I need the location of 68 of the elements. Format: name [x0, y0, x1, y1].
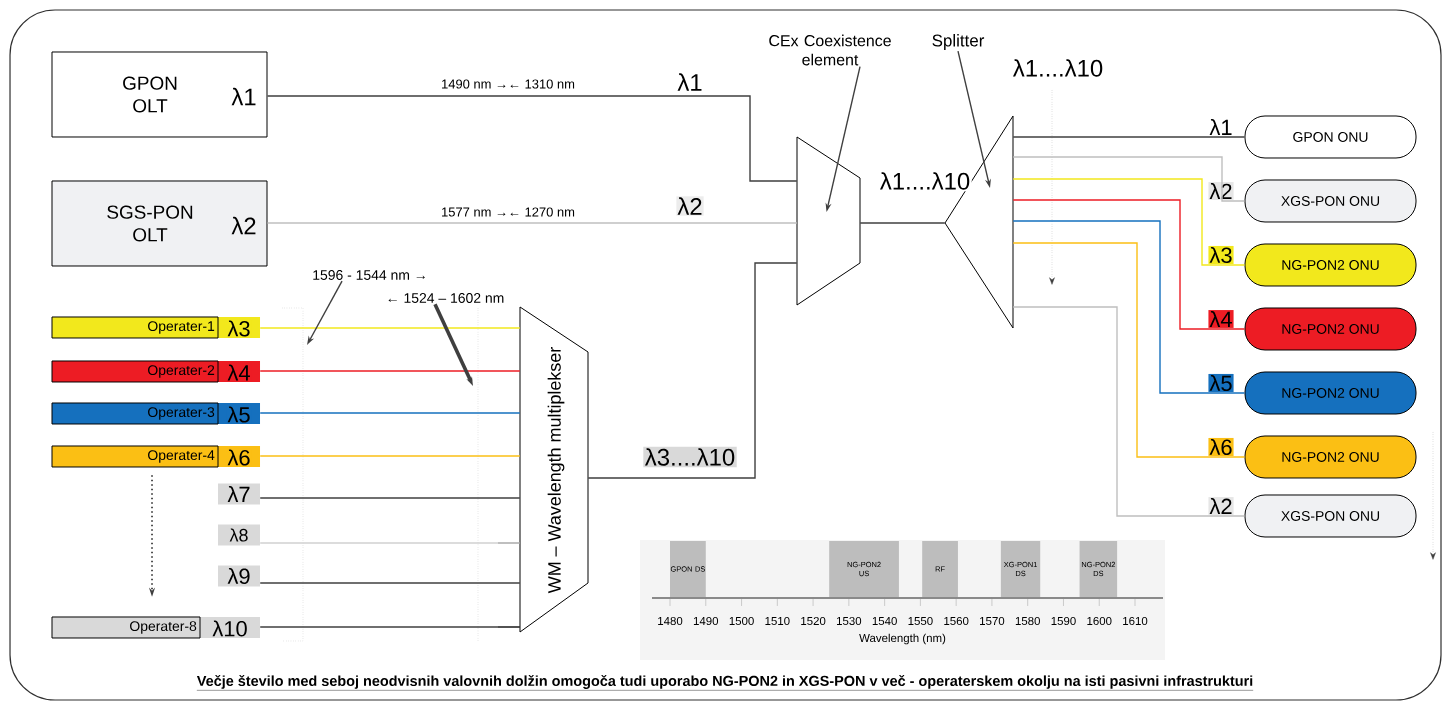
fiber-line: [1012, 156, 1246, 202]
wavelength-label: λ5: [1208, 373, 1234, 393]
fiber-line: [259, 626, 521, 628]
coexistence-element-shape: [796, 136, 861, 306]
wavelength-label: λ3: [226, 319, 252, 338]
onu-box: GPON ONU: [1244, 115, 1417, 159]
wavelength-label: λ7: [218, 483, 260, 505]
onu-box: XGS-PON ONU: [1244, 179, 1417, 223]
fiber-line: [259, 542, 521, 544]
fiber-line: [1012, 178, 1246, 266]
onu-box: NG-PON2 ONU: [1244, 435, 1417, 479]
edge-label: λ1....λ10: [878, 170, 972, 192]
onu-box: NG-PON2 ONU: [1244, 307, 1417, 351]
tick-label: 1610: [1123, 616, 1148, 626]
wavelength-label: λ1....λ10: [1013, 59, 1103, 77]
fiber-line: [259, 582, 521, 584]
caption: Večje število med seboj neodvisnih valovnih dolžin omogoča tudi uporabo NG-PON2 in XGS-PON v več - operaterskem okolju na isti pasivni infrastrukturi: [196, 675, 1254, 691]
tick-label: 1570: [980, 616, 1005, 626]
wavelength-label: λ6: [226, 448, 252, 467]
wavelength-label: λ1: [677, 73, 702, 91]
wavelength-label: λ9: [218, 565, 260, 587]
wavelength-label: λ6: [1208, 437, 1234, 457]
fiber-line: [259, 327, 521, 329]
fiber-line: [1012, 242, 1246, 458]
tick-label: 1510: [765, 616, 790, 626]
tick-label: 1550: [908, 616, 933, 626]
fiber-line: [859, 222, 946, 224]
tick-label: 1530: [837, 616, 862, 626]
tick-label: 1500: [729, 616, 754, 626]
wavelength-label: λ5: [226, 405, 252, 424]
wavelength-label: λ8: [218, 524, 260, 546]
axis-label: Wavelength (nm): [859, 633, 946, 645]
tick-label: 1580: [1015, 616, 1040, 626]
fiber-line: [1012, 306, 1246, 517]
tick-label: 1590: [1051, 616, 1076, 626]
fiber-line: [259, 370, 521, 372]
wavelength-label: λ1: [1209, 119, 1232, 135]
onu-box: NG-PON2 ONU: [1244, 371, 1417, 415]
wavelength-label: λ2: [1208, 497, 1234, 515]
tick-label: 1540: [872, 616, 897, 626]
tick-label: 1560: [944, 616, 969, 626]
fiber-line: [587, 262, 798, 479]
fiber-line: [259, 455, 521, 457]
wavelength-label: λ4: [1208, 310, 1234, 328]
onu-box: NG-PON2 ONU: [1244, 243, 1417, 287]
fiber-line: [1012, 199, 1246, 330]
onu-box: XGS-PON ONU: [1244, 494, 1417, 538]
edge-label: 1577 nm →← 1270 nm: [439, 205, 577, 219]
fiber-line: [1012, 136, 1246, 138]
tick-label: 1520: [801, 616, 826, 626]
tick-label: 1490: [693, 616, 719, 626]
text-label: CEx Coexistence element: [769, 34, 891, 66]
edge-label: λ3....λ10: [643, 446, 737, 468]
wavelength-label: λ2: [1208, 182, 1234, 200]
fiber-line: [259, 497, 521, 499]
tick-label: 1480: [658, 616, 683, 626]
tick-label: 1600: [1087, 616, 1112, 626]
wavelength-label: λ3: [1208, 245, 1234, 265]
text-label: 1596 - 1544 nm →: [313, 270, 425, 280]
text-label: Splitter: [932, 34, 985, 50]
edge-label: 1490 nm →← 1310 nm: [439, 77, 577, 91]
fiber-line: [266, 95, 798, 182]
wavelength-label: λ2: [676, 196, 704, 216]
wavelength-label: λ10: [211, 619, 249, 638]
fiber-line: [259, 412, 521, 414]
fiber-line: [266, 222, 798, 224]
fiber-line: [1012, 220, 1246, 394]
text-label: ← 1524 – 1602 nm: [388, 293, 504, 303]
